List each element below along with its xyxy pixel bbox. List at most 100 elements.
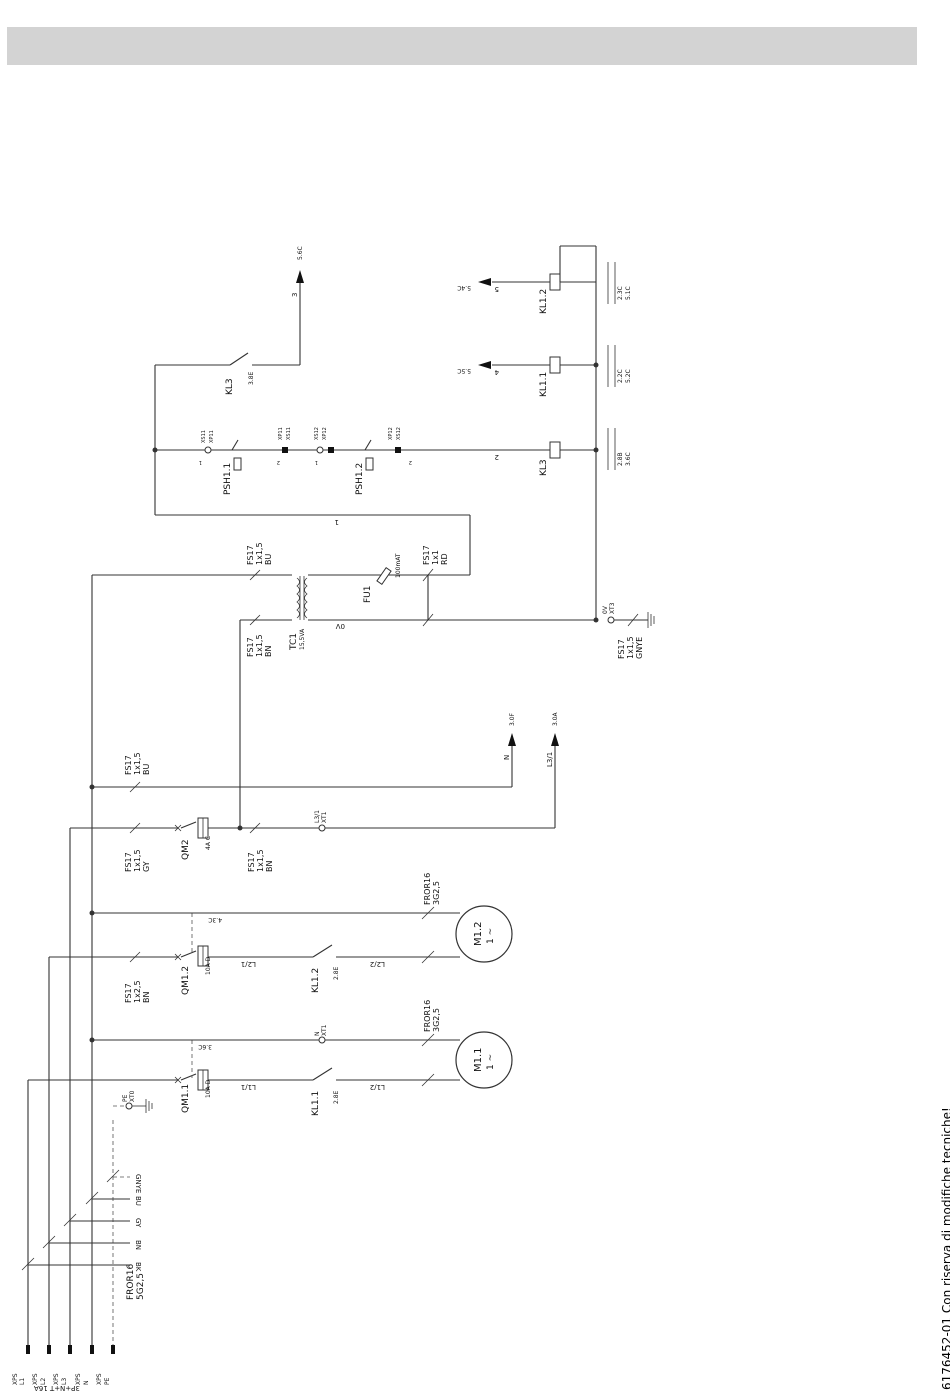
cable-code: FS17: [246, 637, 255, 657]
coil-contact-table: 2.8B 3.6C 2.2C 5.2C 2.3C 5.1C: [607, 262, 632, 470]
motor-cable-type: FROR16: [423, 873, 432, 905]
header-band: [7, 27, 917, 65]
arrow-ref: 5.4C: [457, 284, 471, 291]
coil-symbol: [549, 356, 561, 374]
fuse-symbol: [376, 567, 392, 585]
motor-cable-type: FROR16: [423, 1000, 432, 1032]
breaker-ref: 3.6C: [198, 1043, 212, 1050]
fuse-id: FU1: [363, 586, 373, 604]
terminal-label: PE: [104, 1377, 111, 1385]
cable-section: 1x1,5: [255, 634, 264, 657]
coil-symbol: [549, 441, 561, 459]
transformer-id: TC1: [289, 633, 299, 651]
terminal-strip: XT1: [321, 811, 328, 823]
coil-id: KL1.1: [539, 372, 549, 397]
breaker-rating: 4A C: [205, 836, 212, 850]
wire-label: L2/2: [370, 960, 385, 968]
terminal-strip: XT1: [321, 1024, 328, 1036]
terminal-pin: N: [314, 1032, 321, 1037]
earth-terminal-pin: PE: [122, 1094, 129, 1102]
cable-code: FS17: [246, 545, 255, 565]
arrow-ref: 5.6C: [297, 246, 304, 260]
contactor-id: KL1.2: [311, 968, 321, 993]
terminal-label: XPS: [75, 1373, 82, 1385]
supply-cable-type: FROR16: [126, 1264, 136, 1300]
cable-code: FS17: [124, 983, 133, 1003]
wire-label: L1/2: [370, 1083, 385, 1091]
core-color-label: BU: [134, 1196, 142, 1206]
cable-section: 1x1: [431, 550, 440, 565]
arrow-label: 4: [494, 368, 499, 376]
cable-code: FS17: [124, 852, 133, 872]
cable-color: BU: [264, 554, 273, 565]
terminal-label: L2: [40, 1378, 47, 1385]
cable-color: BN: [142, 992, 151, 1003]
terminal-strip: XS11: [201, 430, 207, 443]
cable-color: GNYE: [635, 637, 644, 659]
transformer-rating: 15,5VA: [299, 628, 306, 650]
transformer-secondary-coil: [304, 577, 308, 619]
terminal-pin: 1: [199, 459, 202, 465]
cable-section: 1x1,5: [255, 542, 264, 565]
coil-id: KL3: [539, 459, 549, 476]
transformer-primary-coil: [296, 577, 300, 619]
supply-cable-section: 5G2,5: [136, 1273, 146, 1300]
motor-id: M1.2: [473, 921, 484, 946]
coil-symbol: [549, 273, 561, 291]
motor-symbol: [455, 905, 513, 963]
terminal-pin: 2: [277, 459, 280, 465]
terminal-label: N: [83, 1381, 90, 1386]
motor-symbol: [455, 1031, 513, 1089]
cable-code: FS17: [422, 545, 431, 565]
pressure-switch-id: PSH1.1: [223, 463, 233, 495]
cable-color: GY: [142, 861, 151, 872]
contactor-ref: 3.8E: [248, 371, 255, 385]
wire-label: L1/1: [241, 1083, 256, 1091]
cable-color: BN: [265, 861, 274, 872]
breaker-rating: 10A D: [205, 1079, 212, 1098]
contactor-id: KL3: [225, 378, 235, 395]
footer-note: 6176452-01 Con riserva di modifiche tecn…: [940, 1107, 950, 1390]
core-color-label: BK: [134, 1262, 142, 1272]
coil-contact-ref: 2.8B: [617, 452, 624, 466]
motor-cable-section: 3G2,5: [432, 881, 441, 905]
wire-label: 2: [495, 453, 499, 461]
core-color-label: BN: [134, 1240, 142, 1250]
coil-contact-ref: 5.1C: [625, 286, 632, 300]
pressure-switch-id: PSH1.2: [355, 463, 365, 495]
supply-designation: 3P+N+T 16A: [34, 1384, 80, 1392]
motor-phase: 1 ~: [486, 1054, 496, 1070]
wire-label: 0V: [336, 622, 345, 630]
terminal-label: L1: [19, 1378, 26, 1385]
terminal-label: L3: [61, 1378, 68, 1385]
terminal-pin: 2: [409, 459, 412, 465]
fuse-rating: 100mAT: [395, 553, 402, 578]
cable-color: BN: [264, 646, 273, 657]
arrow-label: 5: [495, 285, 499, 293]
terminal-strip: XS12: [314, 427, 320, 440]
cable-color: RD: [440, 553, 449, 565]
cable-section: 1x1,5: [626, 636, 635, 659]
terminal-strip: XP11: [278, 427, 284, 440]
terminal-strip: XP11: [209, 430, 215, 443]
cable-section: 1x1,5: [133, 752, 142, 775]
contactor-ref: 2.8E: [333, 966, 340, 980]
terminal-strip: XS12: [396, 427, 402, 440]
arrow-ref: 5.5C: [457, 367, 471, 374]
coil-contact-ref: 3.6C: [625, 452, 632, 466]
contactor-ref: 2.8E: [333, 1090, 340, 1104]
motor-id: M1.1: [473, 1047, 484, 1072]
coil-contact-ref: 5.2C: [625, 369, 632, 383]
core-color-label: GY: [134, 1218, 142, 1228]
earth-terminal-strip: XT0: [129, 1090, 136, 1102]
terminal-label: XPS: [12, 1373, 19, 1385]
coil-contact-ref: 2.3C: [617, 286, 624, 300]
cable-code: FS17: [617, 639, 626, 659]
terminal-pin: L3/1: [314, 810, 321, 823]
arrow-ref: 3.0F: [509, 712, 516, 726]
terminal-label: XPS: [53, 1373, 60, 1385]
motor-cable-section: 3G2,5: [432, 1008, 441, 1032]
breaker-rating: 10A D: [205, 956, 212, 975]
breaker-ref: 4.3C: [208, 916, 222, 923]
